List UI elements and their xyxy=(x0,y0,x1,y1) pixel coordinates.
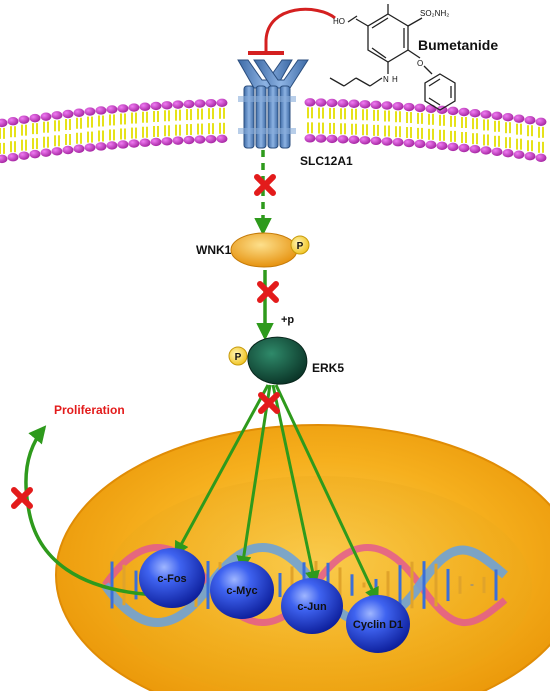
arrow-genes-to-proliferation xyxy=(24,425,161,597)
block-marks xyxy=(11,174,280,509)
arrow-erk5-to-c-myc xyxy=(236,384,272,571)
arrow-erk5-to-c-fos xyxy=(174,384,270,557)
gene-c-jun: c-Jun xyxy=(281,578,343,634)
block-x-icon xyxy=(258,392,280,414)
drug-inhibition xyxy=(248,7,336,55)
gene-c-myc: c-Myc xyxy=(210,561,274,619)
cell-membrane xyxy=(0,98,547,164)
erk5-label: ERK5 xyxy=(312,361,344,375)
amine-h-label: H xyxy=(392,75,398,84)
bumetanide-labels: HO SO₂NH₂ N H O Bumetanide xyxy=(333,9,498,84)
gene-c-jun-label: c-Jun xyxy=(297,601,327,613)
wnk1-kinase: P WNK1 xyxy=(196,232,310,268)
proliferation-label: Proliferation xyxy=(54,403,125,417)
gene-cyclin-d1-label: Cyclin D1 xyxy=(353,619,403,631)
gene-cyclin-d1: Cyclin D1 xyxy=(346,595,410,653)
block-x-icon xyxy=(257,281,279,303)
sulfonamide-label: SO₂NH₂ xyxy=(420,9,449,18)
wnk1-phospho-label: P xyxy=(297,241,304,252)
phospho-icon: P xyxy=(290,235,310,255)
lipid-heads xyxy=(0,98,547,164)
gene-c-fos: c-Fos xyxy=(139,548,205,608)
bumetanide-label: Bumetanide xyxy=(418,37,498,53)
slc12a1-label: SLC12A1 xyxy=(300,154,353,168)
arrow-erk5-to-cyclin-d1 xyxy=(274,384,379,603)
acid-group-label: HO xyxy=(333,17,345,26)
amine-label: N xyxy=(383,75,389,84)
arrow-erk5-to-c-jun xyxy=(271,384,320,586)
phosphorylation-step-label: +p xyxy=(281,314,294,326)
wnk1-label: WNK1 xyxy=(196,243,232,257)
slc12a1-transporter: SLC12A1 xyxy=(237,59,353,168)
block-x-icon xyxy=(254,174,276,196)
phospho-icon: P xyxy=(228,346,248,366)
gene-c-fos-label: c-Fos xyxy=(157,573,186,585)
gene-c-myc-label: c-Myc xyxy=(226,585,257,597)
gene-beads: c-Fos c-Myc c-Jun Cyclin D1 xyxy=(139,548,410,653)
erk5-phospho-label: P xyxy=(235,352,242,363)
bumetanide-structure xyxy=(329,4,456,111)
block-x-icon xyxy=(11,487,33,509)
erk5-kinase: P ERK5 xyxy=(228,336,344,385)
ether-oxygen-label: O xyxy=(417,59,423,68)
lipid-tails xyxy=(0,107,544,154)
